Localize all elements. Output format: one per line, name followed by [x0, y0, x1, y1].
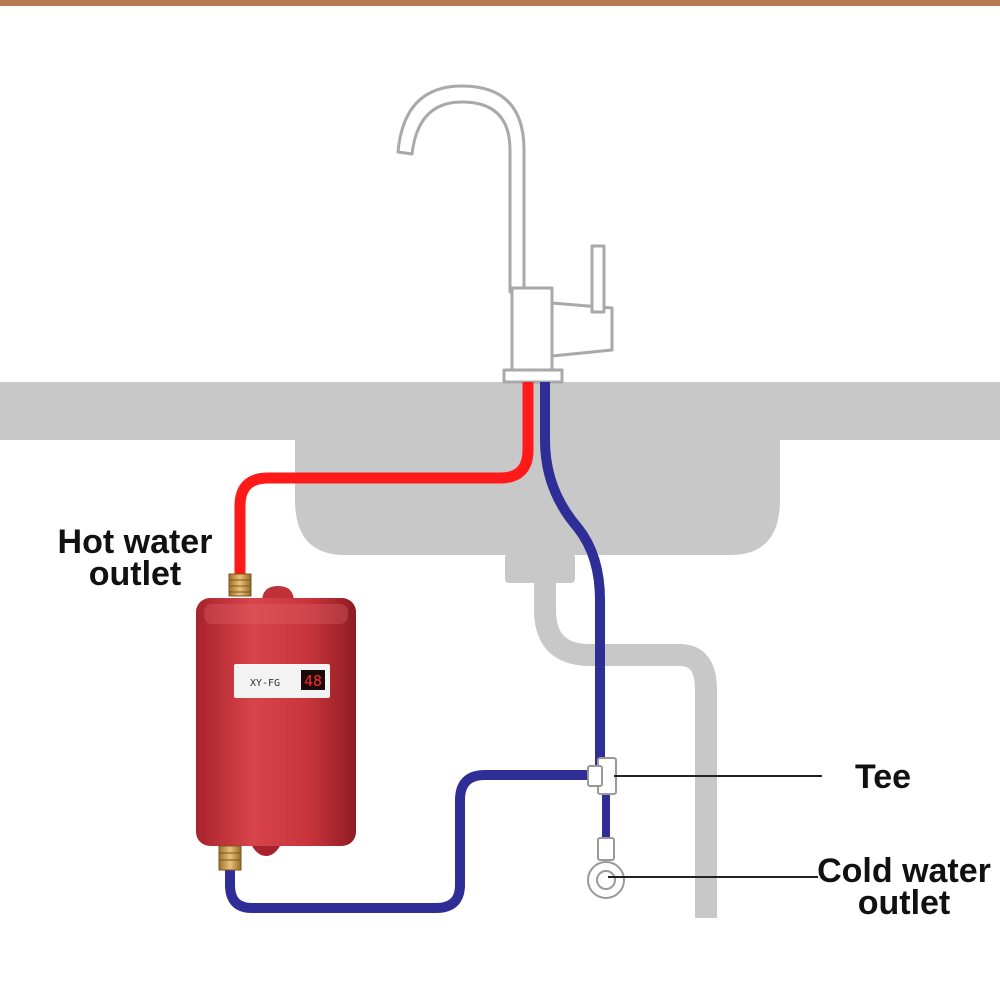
water-heater-icon: XY-FG 48: [196, 573, 356, 871]
hot-water-outlet-label: Hot water outlet: [54, 523, 216, 593]
sink-bowl: [295, 440, 780, 555]
hot-water-outlet-label-line2: outlet: [88, 555, 182, 593]
countertop: [0, 382, 1000, 440]
heater-model-text: XY-FG: [250, 678, 280, 689]
cold-water-outlet-label-line1: Cold water: [817, 852, 991, 890]
tee-label: Tee: [855, 758, 912, 796]
tee-fitting-icon: [587, 757, 617, 795]
heater-display-text: 48: [304, 672, 322, 690]
drain-pipe: [534, 570, 717, 918]
cold-water-outlet-label-line2: outlet: [857, 884, 951, 922]
faucet-icon: [396, 84, 614, 384]
hot-water-pipe: [234, 382, 534, 582]
cold-inlet-pipe: [225, 770, 598, 913]
angle-valve-icon: [587, 837, 625, 899]
top-border: [0, 0, 1000, 6]
sink-drain: [505, 553, 575, 583]
hot-water-outlet-label-line1: Hot water: [57, 523, 213, 561]
cold-water-outlet-label: Cold water outlet: [814, 852, 994, 922]
cold-supply-pipe: [540, 382, 605, 770]
